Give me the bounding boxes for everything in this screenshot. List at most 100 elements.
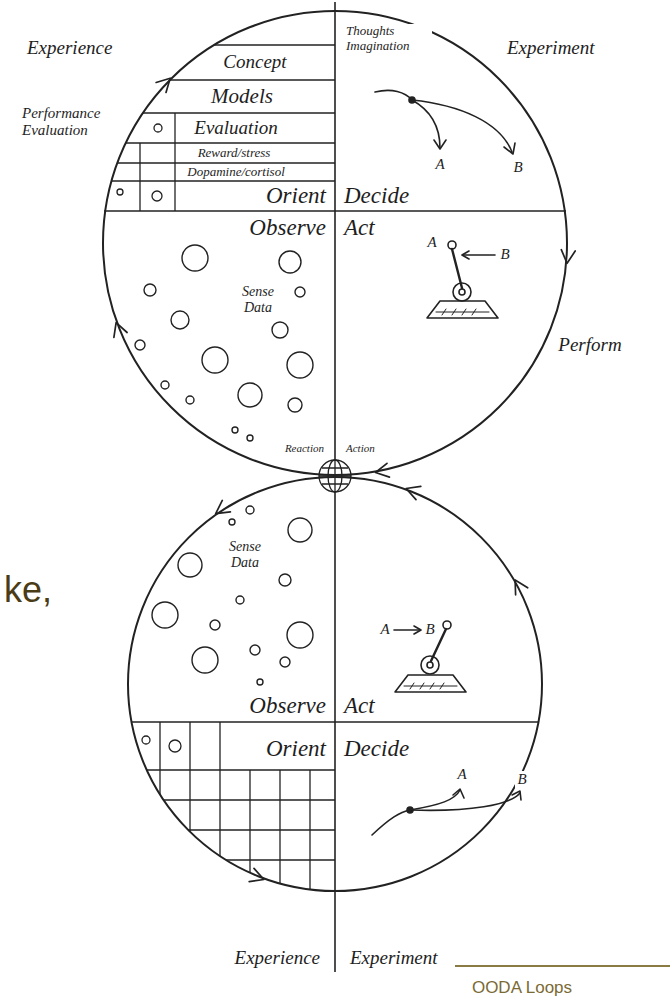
phase-label: Observe xyxy=(247,693,328,719)
option-letter: A xyxy=(433,156,446,173)
bubble xyxy=(288,518,312,542)
bubble xyxy=(246,506,254,514)
bubble xyxy=(192,647,218,673)
bubble xyxy=(144,284,156,296)
lever-pivot xyxy=(459,289,465,295)
phase-label: Decide xyxy=(342,736,411,762)
bubble xyxy=(161,381,169,389)
side-note: Performance Evaluation xyxy=(20,105,124,140)
grid-line xyxy=(159,722,160,900)
loop-circle: ConceptModelsEvaluationReward/stressDopa… xyxy=(102,10,568,476)
bubble xyxy=(232,427,238,433)
bubble xyxy=(202,347,228,373)
grid-line xyxy=(174,113,175,211)
bubble xyxy=(210,620,220,630)
grid-line xyxy=(90,79,335,80)
lever-hatch xyxy=(404,683,457,689)
sense-data-bubbles xyxy=(135,245,313,685)
grid-dot xyxy=(169,740,181,752)
evaluation-label: Evaluation xyxy=(192,117,279,139)
caption: OODA Loops xyxy=(470,978,574,998)
loop-outline xyxy=(103,11,567,475)
bubble xyxy=(236,596,244,604)
grid-line xyxy=(189,722,190,900)
bubble xyxy=(135,340,145,350)
grid-line xyxy=(90,162,335,163)
lever-base xyxy=(427,301,498,318)
grid-dot xyxy=(142,736,150,744)
bubble xyxy=(229,519,235,525)
phase-label: Orient xyxy=(264,183,328,209)
bubble xyxy=(238,383,262,407)
bubble xyxy=(295,287,305,297)
lever-handle xyxy=(452,249,462,288)
option-letter: A xyxy=(455,766,468,783)
branch-stem xyxy=(372,810,410,835)
grid-dot xyxy=(142,783,148,789)
lever-letter: A xyxy=(378,621,391,638)
reaction-label: Reaction xyxy=(283,442,326,455)
branch-line xyxy=(410,790,460,810)
lever-knob xyxy=(448,241,456,249)
orient-grid xyxy=(110,722,335,900)
lever-arrow xyxy=(394,629,420,631)
grid-line xyxy=(110,799,335,800)
option-letter: B xyxy=(511,159,524,176)
bubble xyxy=(257,679,263,685)
loop-side-label: Experience xyxy=(25,37,114,59)
top-divider xyxy=(104,210,566,212)
lever-letter: B xyxy=(423,621,436,638)
lever-symbols xyxy=(394,241,498,692)
branch-arrowhead xyxy=(512,791,521,800)
lever-pivot xyxy=(453,283,471,301)
lever-pivot xyxy=(427,662,433,668)
action-label: Action xyxy=(344,442,377,455)
bubble xyxy=(178,553,202,577)
grid-line xyxy=(110,769,335,770)
grid-line xyxy=(110,829,335,830)
grid-line xyxy=(249,770,250,900)
lever-letter: A xyxy=(425,234,438,251)
branch-line xyxy=(412,100,440,148)
lever-base xyxy=(395,675,466,692)
grid-line xyxy=(90,112,335,113)
option-letter: B xyxy=(515,771,528,788)
bubble xyxy=(247,435,253,441)
loop-side-label: Experiment xyxy=(505,37,597,59)
grid-line xyxy=(139,143,140,211)
concept-label: Concept xyxy=(221,51,288,73)
slide-fragment: ke, xyxy=(2,569,54,610)
caption-rule xyxy=(455,965,670,967)
phase-label: Orient xyxy=(264,736,328,762)
bubble xyxy=(287,352,313,378)
phase-label: Observe xyxy=(247,215,328,241)
models-label: Models xyxy=(209,84,275,108)
bubble xyxy=(287,622,313,648)
branch-arrowhead xyxy=(434,140,446,149)
bubble xyxy=(186,396,194,404)
lever-letter: B xyxy=(498,246,511,263)
bubble xyxy=(182,245,208,271)
bubble xyxy=(171,311,189,329)
lever-pivot xyxy=(421,656,439,674)
grid-line xyxy=(279,770,280,900)
lever-arrowhead xyxy=(414,626,421,634)
loop-arrowhead xyxy=(561,250,575,264)
branch-line xyxy=(410,793,520,810)
grid-line xyxy=(110,859,335,860)
bubble xyxy=(152,602,178,628)
bubble xyxy=(272,322,288,338)
loop-arrowheads xyxy=(114,78,575,881)
axis-lines xyxy=(104,2,566,972)
circle-outline xyxy=(127,476,543,892)
grid-line xyxy=(309,770,310,900)
branch-arrowhead xyxy=(453,789,464,798)
grid-dot xyxy=(154,124,162,132)
bubble xyxy=(288,398,302,412)
loop-outline xyxy=(128,477,542,891)
circle-outline xyxy=(102,10,568,476)
thoughts-label: Thoughts Imagination xyxy=(344,24,432,54)
branch-stem xyxy=(375,90,412,100)
